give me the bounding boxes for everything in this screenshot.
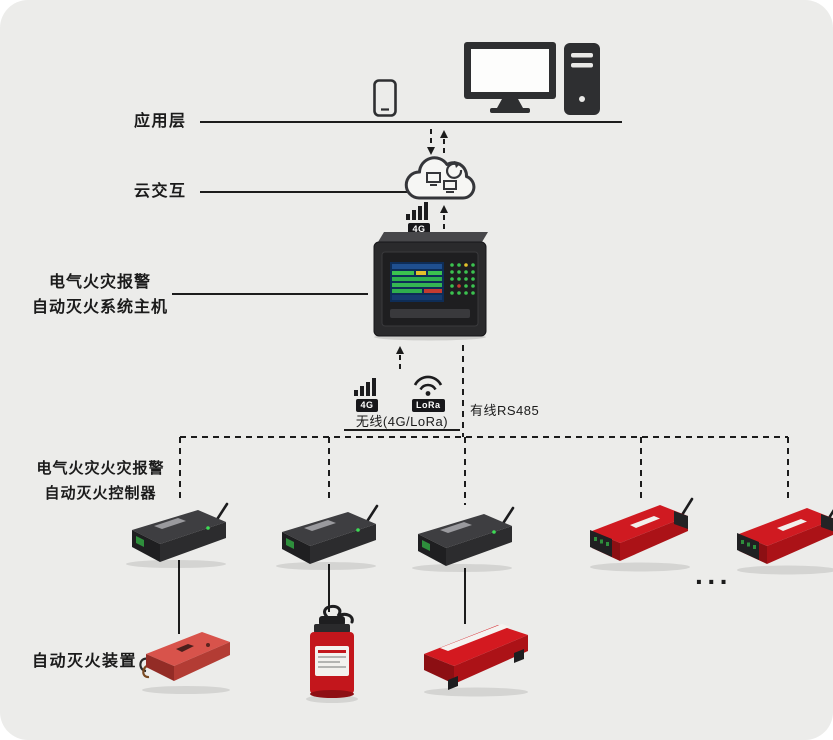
controller-label-line2: 自动灭火控制器	[44, 485, 157, 502]
lora-badge: LoRa	[412, 399, 445, 412]
red-controller-module-2	[729, 498, 833, 578]
antenna	[500, 506, 515, 527]
pc-tower-icon	[563, 42, 601, 116]
extinguisher-device-3	[418, 618, 536, 700]
controller-device-3	[406, 504, 524, 574]
wire-loop	[323, 604, 354, 624]
wifi-arcs-icon	[414, 375, 443, 396]
arrowhead-up-cloud	[440, 205, 448, 213]
sync-arrow-icon	[446, 161, 463, 179]
host-bottom-strip	[390, 309, 470, 318]
host-label-line2: 自动灭火系统主机	[31, 299, 168, 316]
arrowhead-up-host	[396, 346, 404, 354]
label-stripe	[777, 519, 807, 531]
lora-icon: LoRa	[412, 373, 445, 412]
host-label-line1: 电气火灾报警	[48, 274, 151, 291]
signal-4g-downlink-icon: 4G	[353, 377, 381, 412]
g4-badge: 4G	[356, 399, 378, 412]
controller-label: 电气火灾火灾报警 自动灭火控制器	[28, 456, 173, 506]
controller-label-line1: 电气火灾火灾报警	[36, 460, 165, 477]
controller-device-2	[270, 502, 388, 572]
signal-bars-icon	[354, 378, 376, 396]
red-controller-module-1	[582, 495, 700, 575]
wired-label: 有线RS485	[470, 403, 540, 418]
phone-icon	[373, 79, 397, 117]
host-top-face	[378, 232, 488, 242]
more-devices-ellipsis: ···	[695, 566, 732, 597]
cloud-layer-label: 云交互	[134, 183, 187, 200]
canister-cap	[319, 616, 345, 626]
label-stripe	[630, 516, 660, 528]
controller-device-1	[120, 500, 238, 570]
antenna	[364, 504, 379, 525]
app-layer-label: 应用层	[134, 113, 187, 130]
antenna	[214, 502, 229, 523]
foot	[448, 676, 458, 690]
foot	[514, 649, 524, 663]
end-cap	[674, 511, 688, 529]
extinguisher-device-2	[300, 604, 364, 706]
cloud-computers-icon	[426, 172, 457, 193]
label-stripe	[440, 624, 510, 651]
antenna	[680, 497, 694, 517]
host-led-grid	[450, 263, 475, 295]
arrowhead-up	[440, 130, 448, 138]
host-label: 电气火灾报警 自动灭火系统主机	[30, 270, 170, 320]
host-device	[368, 229, 492, 341]
wireless-label: 无线(4G/LoRa)	[355, 414, 449, 429]
chip	[176, 644, 194, 652]
extinguisher-label: 自动灭火装置	[32, 653, 138, 670]
antenna	[827, 509, 833, 520]
end-cap	[821, 514, 833, 532]
signal-bars-icon	[406, 202, 428, 220]
monitor-icon	[462, 40, 558, 116]
cloud-icon	[401, 146, 483, 206]
extinguisher-device-1	[134, 624, 236, 698]
